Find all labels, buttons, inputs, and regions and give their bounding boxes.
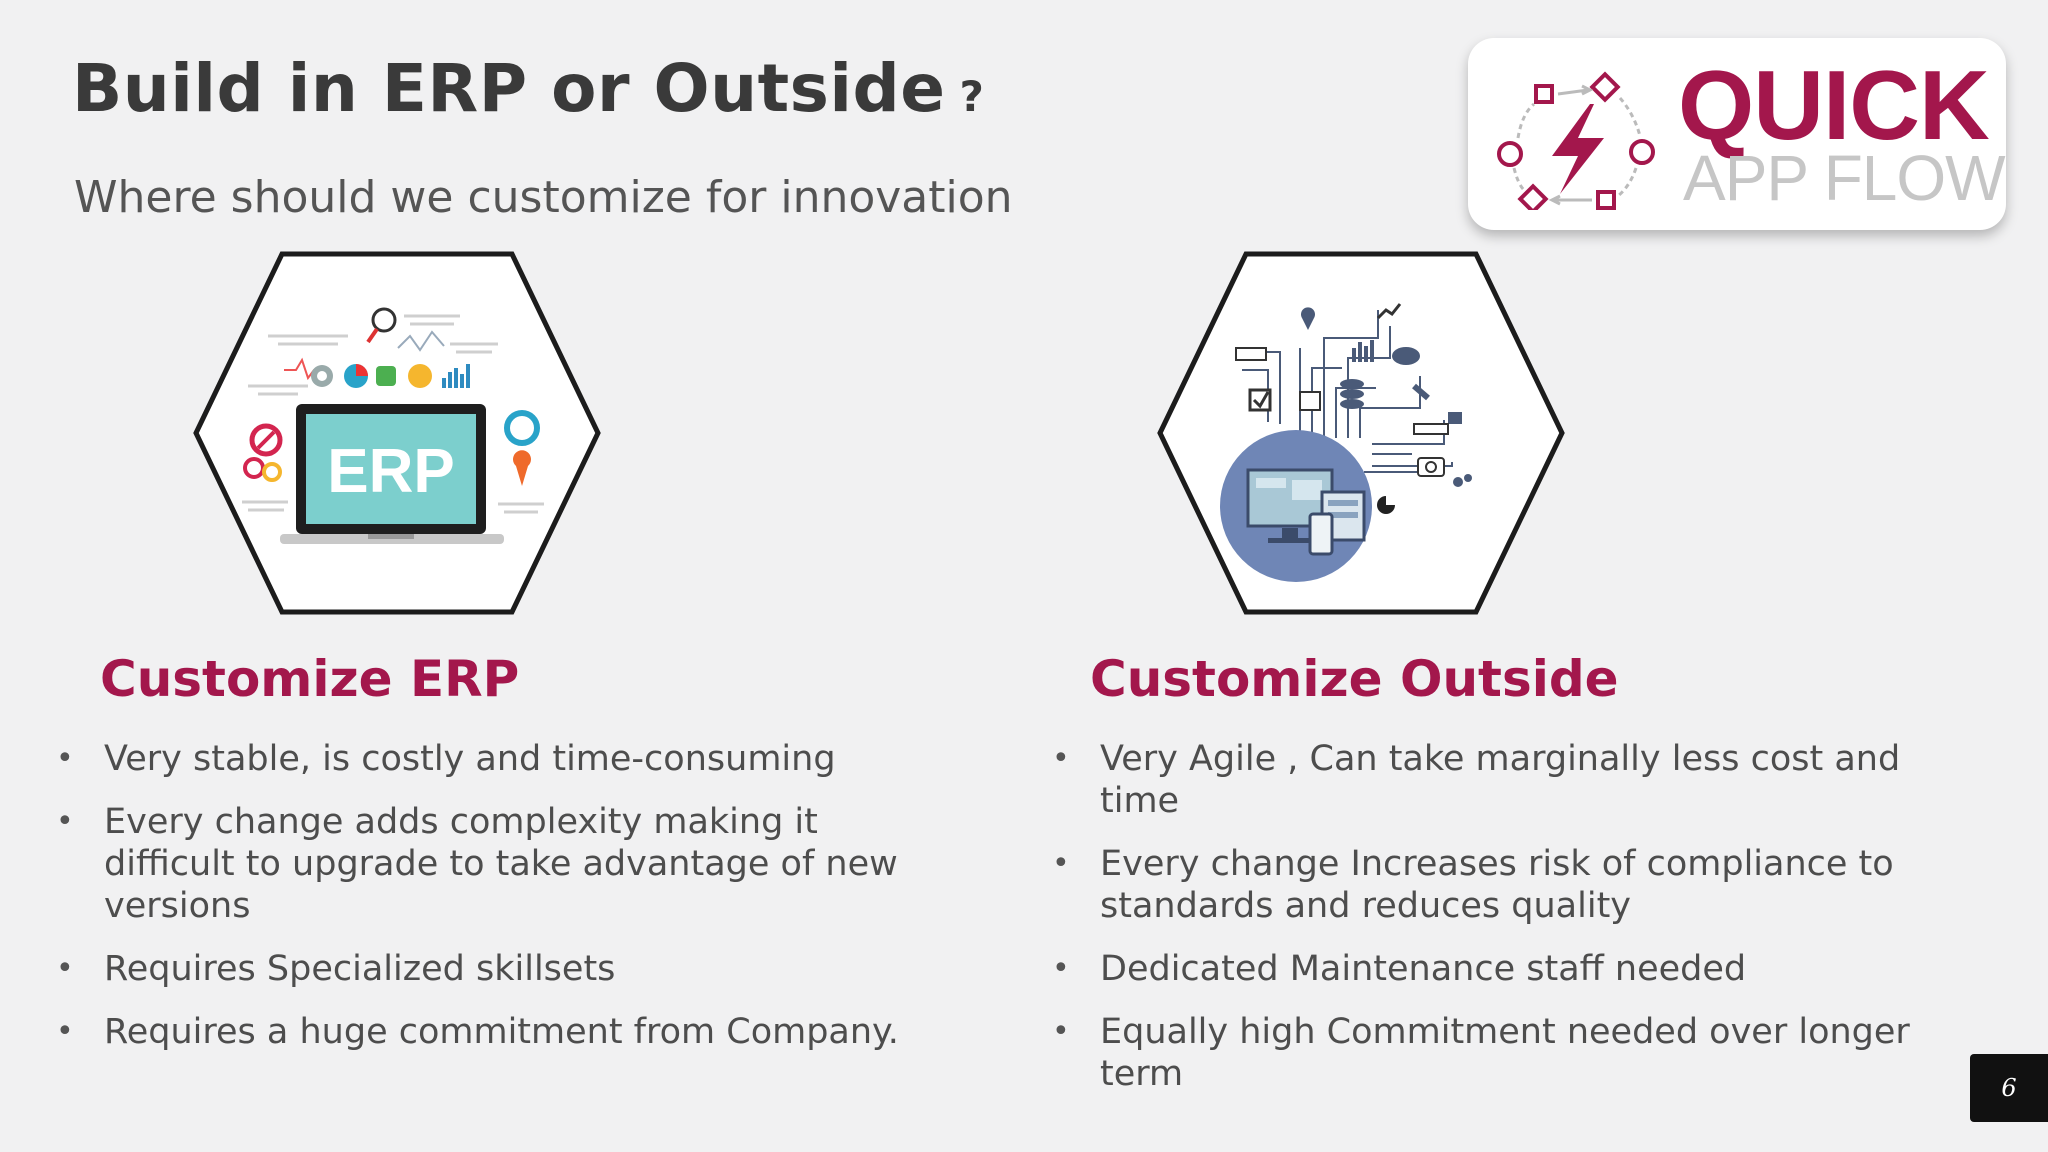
erp-hexagon-image: ERP	[193, 251, 601, 615]
quick-app-flow-logo: QUICK APP FLOW	[1468, 38, 2006, 230]
slide-title-mark: ?	[959, 72, 985, 121]
list-item: Very Agile , Can take marginally less co…	[1052, 738, 1952, 822]
list-item: Equally high Commitment needed over long…	[1052, 1011, 1952, 1095]
customize-erp-list: Very stable, is costly and time-consumin…	[56, 738, 936, 1074]
list-item: Requires Specialized skillsets	[56, 948, 936, 990]
list-item: Every change adds complexity making it d…	[56, 801, 936, 927]
flow-logo-icon	[1497, 71, 1655, 210]
page-number: 6	[1970, 1054, 2048, 1122]
erp-screen-label: ERP	[327, 437, 454, 506]
customize-erp-heading: Customize ERP	[100, 650, 520, 708]
slide-title-text: Build in ERP or Outside	[72, 50, 946, 127]
list-item: Requires a huge commitment from Company.	[56, 1011, 936, 1053]
logo-line-app-flow: APP FLOW	[1683, 142, 2006, 214]
list-item: Dedicated Maintenance staff needed	[1052, 948, 1952, 990]
slide-subtitle: Where should we customize for innovation	[74, 172, 1013, 223]
list-item: Every change Increases risk of complianc…	[1052, 843, 1952, 927]
slide-title: Build in ERP or Outside?	[72, 50, 984, 127]
outside-hexagon-image	[1157, 251, 1565, 615]
customize-outside-list: Very Agile , Can take marginally less co…	[1052, 738, 1952, 1116]
logo-line-quick: QUICK	[1678, 50, 1990, 160]
customize-outside-heading: Customize Outside	[1090, 650, 1619, 708]
list-item: Very stable, is costly and time-consumin…	[56, 738, 936, 780]
